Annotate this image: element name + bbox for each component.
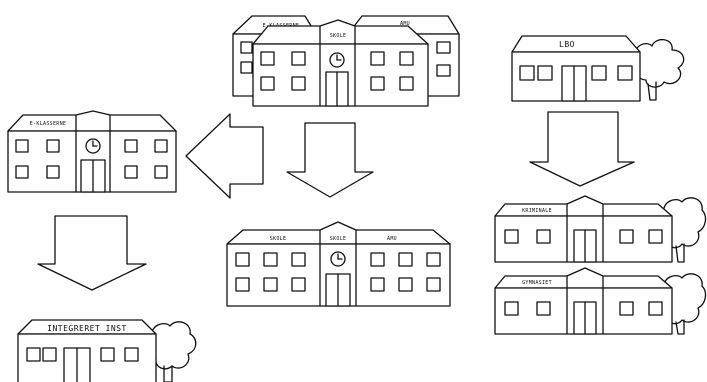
lbo-label: LBO — [559, 40, 575, 49]
right-top-label: KRIMINALE — [522, 208, 552, 214]
arrow-icon — [38, 216, 146, 290]
right-top-school: KRIMINALE — [495, 196, 705, 262]
merged-main-label: SKOLE — [330, 33, 347, 39]
arrow-icon — [530, 112, 634, 186]
school-building-icon: E-KLASSERNE — [8, 111, 176, 192]
school-building-icon: SKOLE SKOLE AMU — [227, 222, 450, 306]
bottom-left-label: INTEGRERET INST — [47, 324, 127, 333]
tree-icon — [634, 40, 683, 100]
center-school-right-label: AMU — [387, 236, 397, 242]
center-school-mid-label: SKOLE — [330, 236, 347, 242]
right-bottom-school: GYMNASIET — [495, 268, 705, 334]
arrow-icon — [287, 123, 373, 197]
merged-right-label: AMU — [400, 21, 410, 27]
school-building-icon: SKOLE — [253, 20, 428, 106]
left-school-label: E-KLASSERNE — [30, 121, 66, 127]
integrated-institution: INTEGRERET INST — [18, 320, 196, 382]
right-bottom-label: GYMNASIET — [522, 280, 552, 286]
center-school-left-label: SKOLE — [270, 236, 287, 242]
merged-school-cluster: E-KLASSERNE AMU SKOLE — [233, 16, 459, 106]
lbo-building: LBO — [512, 36, 684, 101]
arrow-icon — [186, 114, 263, 198]
